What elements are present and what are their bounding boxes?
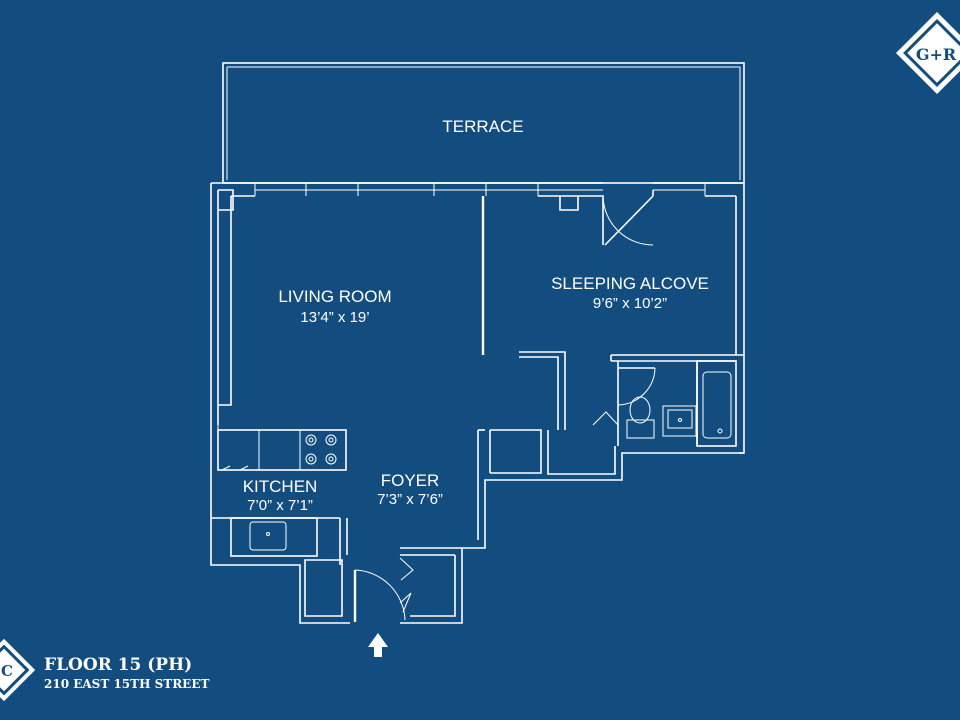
kitchen-dims: 7’0” x 7’1” (247, 497, 313, 514)
building-address: 210 EAST 15TH STREET (44, 677, 210, 691)
entry-arrow-icon (368, 633, 388, 657)
doors (353, 195, 656, 622)
living-room-dims: 13’4” x 19’ (300, 309, 369, 326)
kitchen-label: KITCHEN (243, 477, 318, 496)
living-room-label: LIVING ROOM (278, 287, 391, 306)
floor-title: FLOOR 15 (PH) (44, 655, 193, 675)
exterior-walls (210, 183, 745, 624)
kitchen-fixtures (217, 425, 347, 557)
foyer-dims: 7’3” x 7’6” (377, 491, 443, 508)
bath-fixtures (626, 360, 737, 447)
corner-badge-icon: C (0, 638, 36, 702)
sleeping-alcove-label: SLEEPING ALCOVE (551, 274, 709, 293)
corner-badge-text: C (1, 662, 13, 680)
terrace-label: TERRACE (442, 117, 523, 136)
brand-logo-icon: G+R (895, 11, 960, 95)
interior-walls (211, 190, 744, 617)
brand-logo-text: G+R (916, 45, 957, 64)
foyer-label: FOYER (381, 471, 440, 490)
sleeping-alcove-dims: 9’6” x 10’2” (593, 295, 667, 312)
window-band (211, 182, 744, 196)
